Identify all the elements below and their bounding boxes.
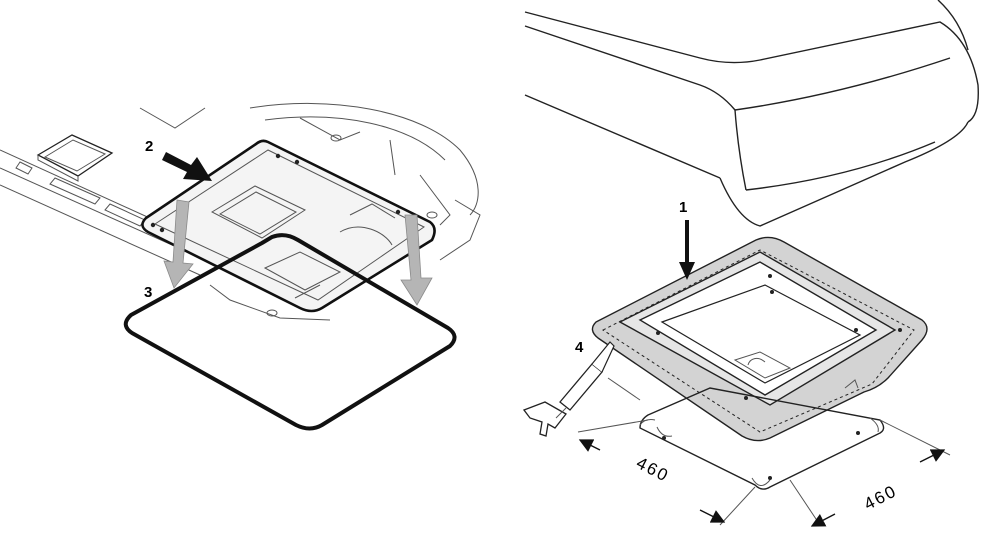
gray-arrow-icon: [163, 199, 194, 289]
dimension-label-width: 460: [861, 481, 900, 514]
dimension-arrow-icon: [810, 513, 836, 527]
black-arrow-icon: [679, 220, 695, 280]
roof-cutout-template: [639, 387, 885, 490]
callout-2: 2: [145, 138, 153, 155]
gray-arrow-icon: [400, 214, 433, 306]
dimension-label-depth: 460: [633, 453, 672, 486]
ac-unit: [524, 0, 979, 227]
dimension-arrow-icon: [699, 509, 726, 523]
caulk-gun-icon: [522, 341, 615, 437]
callout-3: 3: [144, 284, 152, 301]
right-panel: 460 460 1 4: [522, 0, 979, 527]
sealing-gasket: [123, 233, 457, 431]
roof-frame: [591, 236, 928, 442]
callout-1: 1: [679, 199, 687, 216]
black-arrow-icon: [162, 152, 212, 181]
left-panel: 2 3: [0, 102, 481, 431]
hatch-cover: [36, 134, 114, 182]
dimension-arrow-icon: [578, 439, 601, 452]
roof-context: [0, 102, 481, 321]
callout-4: 4: [575, 339, 584, 356]
mounting-frame: [141, 139, 436, 313]
dimension-arrow-icon: [919, 449, 946, 463]
